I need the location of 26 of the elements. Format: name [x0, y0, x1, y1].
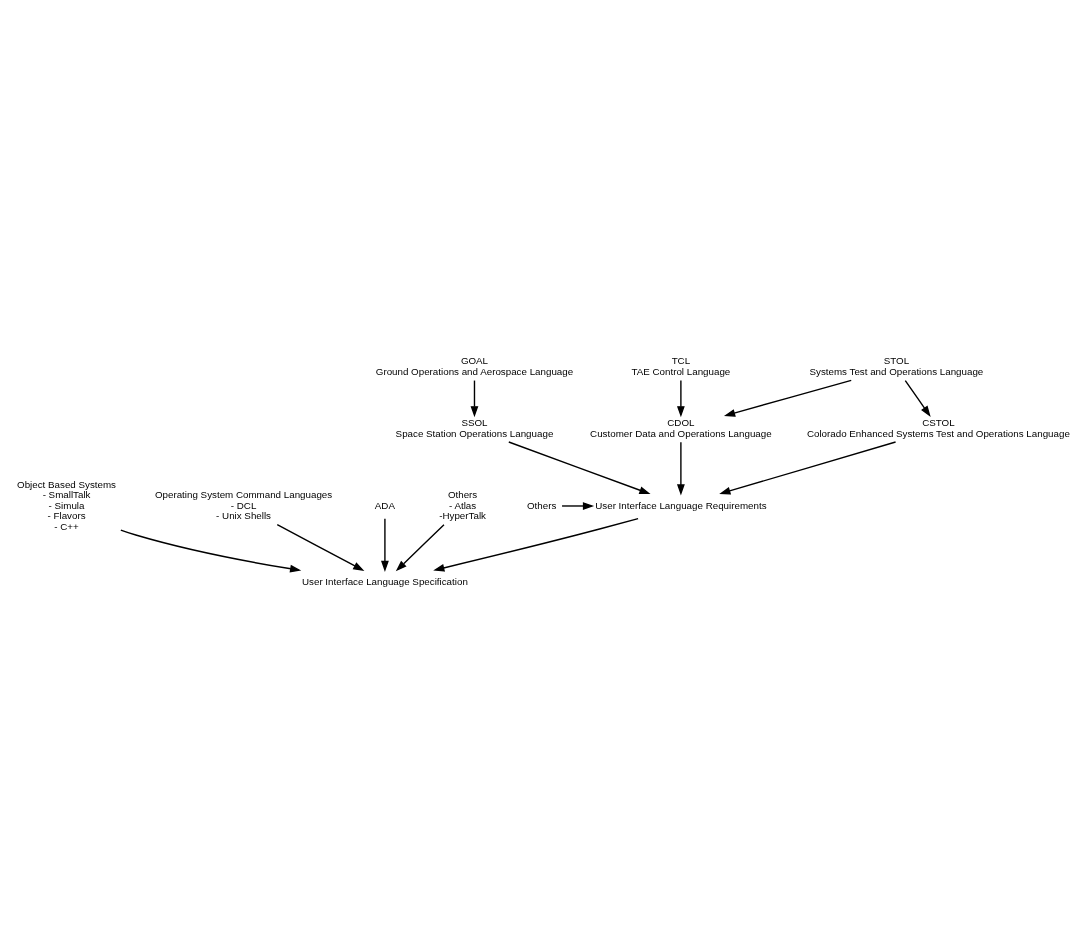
node-text: Others - Atlas -HyperTalk: [439, 488, 486, 521]
node-text: CSTOL Colorado Enhanced Systems Test and Operations Language: [806, 416, 1070, 439]
node-text: STOL Systems Test and Operations Language: [809, 354, 984, 377]
node-text: Object Based Systems - SmallTalk - Simula - Flavors - C++: [17, 478, 117, 532]
node-text: CDOL Customer Data and Operations Language: [590, 416, 772, 439]
node-text: Operating System Command Languages - DCL - Unix Shells: [154, 488, 333, 521]
arrow: [508, 440, 651, 494]
arrow: [276, 523, 365, 571]
arrow: [719, 440, 897, 495]
arrow: [470, 379, 479, 417]
arrow: [395, 523, 445, 571]
arrow: [723, 379, 852, 417]
arrow: [120, 528, 302, 573]
node-text: SSOL Space Station Operations Language: [395, 416, 554, 439]
node-text: TCL TAE Control Language: [631, 354, 731, 377]
node-text: User Interface Language Specification: [301, 575, 468, 587]
node-text: User Interface Language Requirements: [595, 499, 767, 511]
arrow: [676, 379, 685, 417]
arrow: [381, 517, 389, 572]
arrow: [904, 379, 931, 417]
node-text: Others: [526, 499, 557, 511]
node-text: GOAL Ground Operations and Aerospace Language: [375, 354, 574, 377]
arrow: [676, 441, 685, 495]
node-text: ADA: [374, 499, 395, 511]
arrow: [433, 517, 639, 572]
arrow: [561, 501, 595, 510]
